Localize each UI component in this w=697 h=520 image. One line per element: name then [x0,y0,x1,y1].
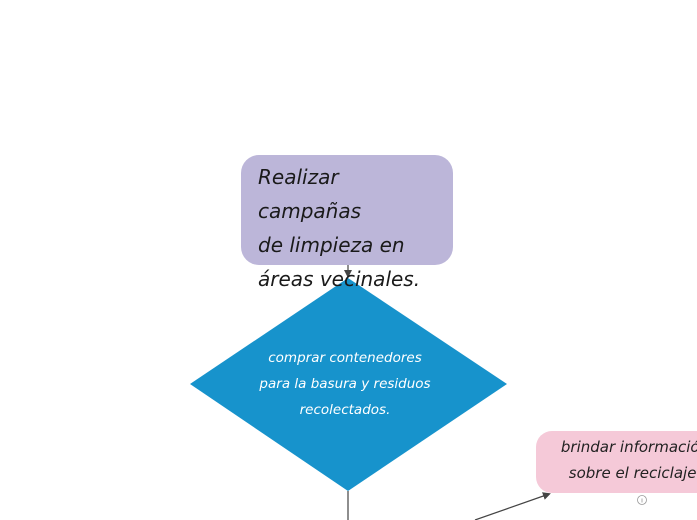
pink-box[interactable] [536,431,697,493]
pink-box-line: sobre el reciclaje. [568,464,697,482]
info-circle-icon[interactable] [637,495,647,505]
title-box-line: áreas vecinales. [258,267,421,291]
diamond-line: comprar contenedores [268,350,422,366]
connector-to-pink-box [474,492,551,520]
diamond-text: comprar contenedores para la basura y re… [240,345,450,423]
title-box[interactable] [241,155,453,265]
pink-box-line: brindar información [560,438,697,456]
diamond-line: para la basura y residuos [259,376,431,392]
title-box-line: de limpieza en [258,233,405,257]
diamond-line: recolectados. [299,402,391,418]
pink-box-text: brindar información sobre el reciclaje. [560,434,697,486]
title-box-text: Realizar campañas de limpieza en áreas v… [258,160,443,296]
decision-diamond[interactable] [190,278,507,491]
title-box-line: Realizar campañas [258,165,362,223]
